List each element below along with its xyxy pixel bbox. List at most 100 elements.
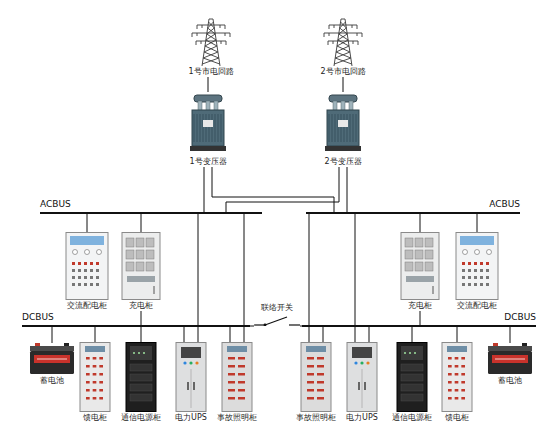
feed-part: [455, 389, 459, 392]
feed-part: [99, 373, 103, 376]
power-wire: [230, 327, 231, 342]
comm-part: [414, 352, 416, 354]
ups-illustration: [169, 342, 213, 412]
tower-illustration: [313, 18, 373, 66]
ac-part: [78, 276, 81, 279]
switch-part: [264, 324, 267, 326]
node-label: 电力UPS: [340, 412, 384, 423]
ac-part: [468, 262, 471, 265]
feed-part: [448, 381, 452, 384]
feed-part: [99, 397, 103, 400]
tower-part: [329, 33, 330, 36]
transformer-part: [325, 146, 361, 151]
transformer-illustration: [180, 92, 236, 156]
tower-part: [196, 41, 226, 42]
transformer-part: [356, 114, 357, 142]
charge-part: [425, 250, 433, 259]
tower-part: [324, 33, 362, 34]
ac-part: [72, 276, 75, 279]
tower-part: [335, 52, 350, 58]
transformer-illustration: [315, 92, 371, 156]
comm-part: [397, 343, 427, 412]
ups-part: [366, 361, 369, 364]
comm-part: [409, 352, 411, 354]
light-part: [307, 397, 314, 400]
transformer-part: [209, 114, 210, 142]
tower-unit: 2号市电回路: [313, 18, 373, 77]
feed-part: [93, 357, 97, 360]
ups-part: [362, 369, 363, 408]
feed-part: [93, 381, 97, 384]
tower-part: [201, 41, 202, 44]
ac-part: [90, 276, 93, 279]
ups-unit: 电力UPS: [169, 342, 213, 423]
charge-part: [122, 233, 160, 300]
ups-part: [176, 343, 206, 412]
transformer-part: [200, 114, 201, 142]
feed-part: [99, 365, 103, 368]
battery-part: [30, 346, 74, 351]
power-wire: [477, 214, 478, 232]
comm-part: [404, 352, 406, 354]
node-label: 1号变压器: [180, 156, 236, 167]
bus-label: ACBUS: [489, 199, 520, 210]
feed-part: [80, 343, 110, 412]
light-part: [228, 365, 235, 368]
light-part: [227, 346, 247, 352]
tower-part: [225, 25, 226, 29]
ac-part: [462, 262, 465, 265]
transformer-part: [341, 114, 342, 142]
light-unit: 事故照明柜: [295, 342, 337, 423]
tower-part: [197, 25, 225, 26]
feed-part: [442, 343, 472, 412]
power-wire: [250, 326, 254, 327]
power-wire: [369, 327, 370, 342]
feed-part: [455, 381, 459, 384]
feed-unit: 馈电柜: [437, 342, 477, 423]
feed-part: [86, 373, 90, 376]
ac-part: [486, 262, 489, 265]
tower-part: [336, 52, 351, 58]
tower-part: [329, 25, 357, 26]
tower-part: [221, 41, 222, 44]
charge-part: [126, 250, 134, 259]
comm-part: [126, 343, 156, 412]
transformer-part: [203, 114, 204, 142]
charge-part: [405, 262, 413, 271]
ups-part: [347, 343, 377, 412]
tower-part: [205, 46, 218, 52]
feed-part: [86, 381, 90, 384]
feed-part: [461, 373, 465, 376]
ac-part: [468, 269, 471, 272]
feed-part: [448, 357, 452, 360]
ac-part: [480, 276, 483, 279]
charge-part: [415, 250, 423, 259]
charge-part: [405, 250, 413, 259]
power-wire: [420, 311, 421, 325]
ups-part: [352, 347, 372, 358]
comm-part: [401, 384, 423, 391]
ac-part: [474, 262, 477, 265]
comm-part: [130, 346, 152, 360]
power-wire: [208, 77, 209, 92]
transformer-part: [221, 114, 222, 142]
transformer-part: [332, 114, 333, 142]
light-part: [317, 357, 324, 360]
tower-part: [204, 52, 219, 58]
power-wire: [226, 167, 339, 212]
transformer-part: [353, 114, 354, 142]
feed-part: [93, 365, 97, 368]
ac-part: [486, 269, 489, 272]
charge-part: [146, 238, 154, 247]
tower-part: [196, 41, 197, 45]
power-wire: [141, 214, 142, 232]
ups-part: [347, 343, 377, 412]
tower-part: [357, 25, 358, 29]
light-illustration: [216, 342, 258, 412]
node-label: 1号市电回路: [181, 66, 241, 77]
ac-illustration: [62, 232, 112, 300]
feed-part: [448, 397, 452, 400]
transformer-part: [194, 114, 195, 142]
battery-part: [492, 355, 528, 363]
switch-part: [265, 317, 287, 325]
